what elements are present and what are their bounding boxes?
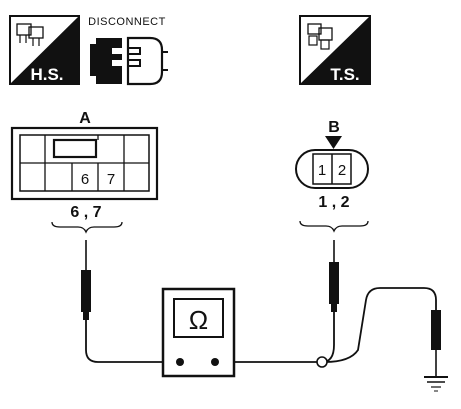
ground-probe <box>431 310 441 376</box>
connector-a: A 6 7 6 , 7 <box>10 110 159 234</box>
terminal-a-7: 7 <box>107 171 115 188</box>
hs-label: H.S. <box>30 65 63 84</box>
right-probe <box>329 240 339 312</box>
harness-side-icon: H.S. <box>9 15 80 85</box>
meter-terminal-right <box>211 358 219 366</box>
connector-a-label: A <box>79 110 91 127</box>
terminal-b-1: 1 <box>318 162 326 179</box>
connector-b-caption: 1 , 2 <box>318 194 349 211</box>
connector-b-label: B <box>328 119 340 136</box>
terminal-side-icon: T.S. <box>299 15 371 85</box>
left-probe <box>81 240 91 320</box>
disconnect-icon: DISCONNECT <box>88 16 168 86</box>
terminal-b-2: 2 <box>338 162 346 179</box>
ground-icon <box>424 376 448 392</box>
ohm-icon: Ω <box>189 305 208 335</box>
ohmmeter: Ω <box>161 287 236 378</box>
connector-b: B 1 2 1 , 2 <box>295 119 369 233</box>
test-leads <box>85 287 437 363</box>
ts-label: T.S. <box>330 65 359 84</box>
wire-crossing <box>316 356 328 368</box>
connector-a-caption: 6 , 7 <box>70 204 101 221</box>
terminal-a-6: 6 <box>81 171 89 188</box>
meter-terminal-left <box>176 358 184 366</box>
disconnect-label: DISCONNECT <box>88 16 166 28</box>
